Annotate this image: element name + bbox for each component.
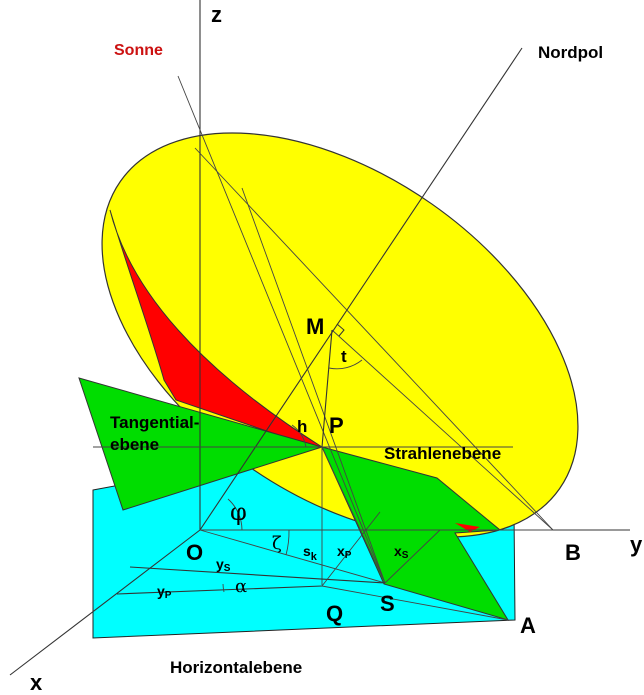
line-ys [129,566,386,584]
s-k-label: sk [303,543,318,563]
line-q-to-a [321,585,509,621]
point-q-label: Q [326,601,343,626]
y-s-sub: S [224,563,231,574]
x-s-label: xS [394,543,409,561]
line-p-to-s [321,446,386,584]
point-s-label: S [380,591,395,616]
line-yp [116,585,323,595]
axis-y-label: y [630,532,643,557]
line-m-to-b [331,329,554,531]
line-m-to-p [321,329,333,448]
angle-zeta-label: ζ [272,533,282,554]
y-s-label: yS [216,556,231,574]
line-o-to-s [199,529,386,584]
ray-plane-label: Strahlenebene [384,444,501,463]
y-p-sub: P [165,590,172,601]
angle-alpha-label: α [235,576,247,597]
tangent-plane-label-1: Tangential- [110,413,199,432]
point-a-label: A [520,613,536,638]
angle-phi-label: φ [230,498,247,526]
x-p-main: x [337,543,345,559]
line-ellipse-to-b [194,147,554,531]
x-s-sub: S [402,550,409,561]
angle-h-label: h [297,417,307,436]
x-s-main: x [394,543,402,559]
point-b-label: B [565,540,581,565]
zeta-angle-arc [285,529,290,556]
x-p-sub: P [345,550,352,561]
t-angle-arc [328,359,363,370]
h-angle-arc [291,424,307,448]
y-s-main: y [216,556,224,572]
s-k-sub: k [311,551,318,563]
y-p-label: yP [157,583,172,601]
x-axis [9,529,201,676]
phi-angle-arc [227,498,243,531]
axis-x-label: x [30,670,43,695]
alpha-angle-arc [222,583,225,593]
polar-axis [199,47,523,531]
point-p-label: P [329,413,344,438]
point-m-label: M [306,314,324,339]
sun-label: Sonne [114,42,163,59]
line-xs [384,529,441,584]
y-p-main: y [157,583,165,599]
sun-ray [177,75,386,584]
line-xp [321,511,381,587]
x-p-label: xP [337,543,352,561]
tangent-plane-label-2: ebene [110,435,159,454]
axis-z-label: z [211,2,222,27]
point-o-label: O [186,540,203,565]
right-angle-marker [336,323,345,337]
north-pole-label: Nordpol [538,43,603,62]
line-upper-to-s [241,187,386,584]
s-k-main: s [303,543,311,559]
angle-t-label: t [341,347,347,366]
horizontal-plane-label: Horizontalebene [170,658,302,677]
tangent-plane-lower [321,446,510,621]
